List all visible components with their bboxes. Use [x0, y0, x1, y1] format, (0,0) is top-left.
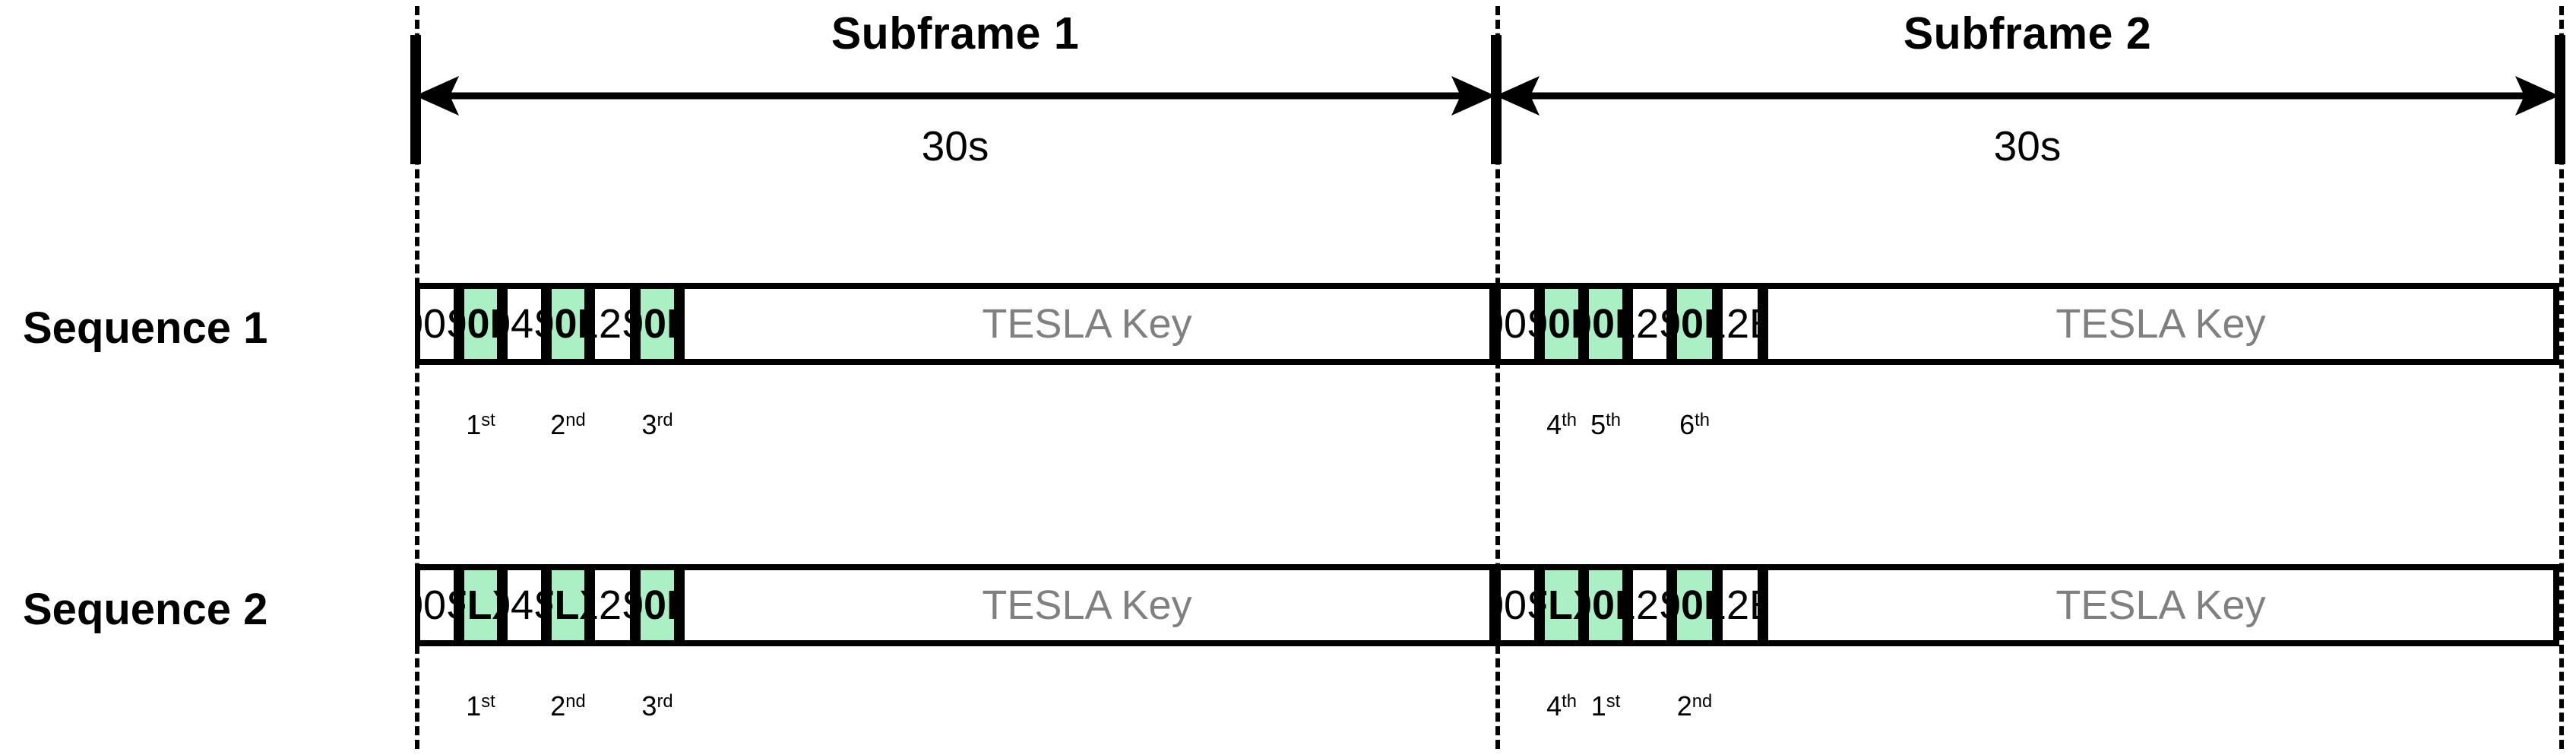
- highlighted-cell: 00E: [1584, 570, 1628, 640]
- highlighted-cell: 00E: [1584, 289, 1628, 359]
- ordinal-suffix: th: [1606, 410, 1621, 431]
- ordinal-number: 2: [550, 409, 566, 440]
- ordinal-marker: 1st: [466, 690, 495, 722]
- frame-boundary-middle: [1495, 6, 1500, 749]
- frame-boundary-left: [415, 6, 419, 749]
- sequence-2-subframe-2-strip: 00SFLX00E12S00E12ETESLA Key: [1495, 564, 2559, 646]
- page-cell: 12S: [1628, 289, 1672, 359]
- page-cell: 04S: [502, 570, 546, 640]
- page-cell: 00S: [415, 289, 459, 359]
- highlighted-cell: FLX: [546, 570, 590, 640]
- ordinal-marker: 1st: [466, 409, 495, 441]
- highlighted-cell: 00E: [546, 289, 590, 359]
- ordinal-marker: 3rd: [641, 690, 672, 722]
- highlighted-cell: 00E: [1672, 570, 1717, 640]
- tesla-key-cell: TESLA Key: [1763, 570, 2559, 640]
- ordinal-suffix: rd: [657, 691, 673, 712]
- ordinal-number: 1: [1590, 690, 1606, 722]
- ordinal-suffix: st: [481, 410, 495, 431]
- ordinal-suffix: th: [1695, 410, 1710, 431]
- ordinal-marker: 2nd: [1677, 690, 1712, 722]
- ordinal-suffix: st: [481, 691, 495, 712]
- ordinal-number: 3: [641, 690, 657, 722]
- page-cell: 12E: [1717, 289, 1763, 359]
- ordinal-number: 1: [466, 409, 482, 440]
- page-cell: 12S: [1628, 570, 1672, 640]
- highlighted-cell: FLX: [459, 570, 502, 640]
- sequence-1-subframe-2-strip: 00S00E00E12S00E12ETESLA Key: [1495, 283, 2559, 365]
- highlighted-cell: 00E: [1540, 289, 1584, 359]
- ordinal-suffix: st: [1606, 691, 1621, 712]
- endcap-left: [410, 35, 421, 164]
- ordinal-marker: 6th: [1679, 409, 1710, 441]
- highlighted-cell: 00E: [1672, 289, 1717, 359]
- tesla-key-cell: TESLA Key: [679, 289, 1495, 359]
- page-cell: 00S: [1495, 289, 1540, 359]
- ordinal-number: 4: [1546, 409, 1562, 440]
- page-cell: 12S: [590, 289, 635, 359]
- highlighted-cell: 00E: [635, 570, 679, 640]
- tesla-key-cell: TESLA Key: [1763, 289, 2559, 359]
- sequence-2-label: Sequence 2: [23, 585, 268, 634]
- subframe-2-span: Subframe 2 30s: [1495, 8, 2559, 175]
- ordinal-suffix: nd: [1691, 691, 1713, 712]
- subframe-2-duration: 30s: [1993, 122, 2062, 170]
- page-cell: 04S: [502, 289, 546, 359]
- ordinal-marker: 3rd: [641, 409, 672, 441]
- frame-boundary-right: [2559, 6, 2564, 749]
- ordinal-marker: 5th: [1590, 409, 1621, 441]
- highlighted-cell: 00E: [635, 289, 679, 359]
- ordinal-number: 4: [1546, 690, 1562, 722]
- page-cell: 12S: [590, 570, 635, 640]
- ordinal-marker: 1st: [1591, 690, 1621, 722]
- page-cell: 00S: [415, 570, 459, 640]
- ordinal-marker: 2nd: [550, 409, 585, 441]
- ordinal-marker: 4th: [1546, 409, 1577, 441]
- ordinal-suffix: th: [1562, 691, 1577, 712]
- sequence-1-label: Sequence 1: [23, 303, 268, 353]
- ordinal-number: 2: [1676, 690, 1692, 722]
- subframe-1-arrow: [415, 76, 1495, 116]
- ordinal-marker: 4th: [1546, 690, 1577, 722]
- subframe-1-span: Subframe 1 30s: [415, 8, 1495, 175]
- ordinal-suffix: nd: [565, 691, 586, 712]
- tesla-key-cell: TESLA Key: [679, 570, 1495, 640]
- subframe-2-arrow: [1495, 76, 2559, 116]
- page-cell: 12E: [1717, 570, 1763, 640]
- sequence-1-subframe-1-strip: 00S00E04S00E12S00ETESLA Key: [415, 283, 1495, 365]
- ordinal-number: 2: [550, 690, 566, 722]
- highlighted-cell: FLX: [1540, 570, 1584, 640]
- ordinal-number: 1: [466, 690, 482, 722]
- endcap-middle: [1491, 35, 1502, 164]
- ordinal-number: 5: [1590, 409, 1606, 440]
- ordinal-suffix: th: [1562, 410, 1577, 431]
- ordinal-suffix: nd: [565, 410, 586, 431]
- ordinal-marker: 2nd: [550, 690, 585, 722]
- subframe-1-title: Subframe 1: [831, 8, 1080, 59]
- ordinal-number: 6: [1679, 409, 1695, 440]
- ordinal-number: 3: [641, 409, 657, 440]
- subframe-2-title: Subframe 2: [1903, 8, 2152, 59]
- page-cell: 00S: [1495, 570, 1540, 640]
- subframe-1-duration: 30s: [921, 122, 989, 170]
- ordinal-suffix: rd: [657, 410, 673, 431]
- endcap-right: [2555, 35, 2565, 164]
- sequence-2-subframe-1-strip: 00SFLX04SFLX12S00ETESLA Key: [415, 564, 1495, 646]
- highlighted-cell: 00E: [459, 289, 502, 359]
